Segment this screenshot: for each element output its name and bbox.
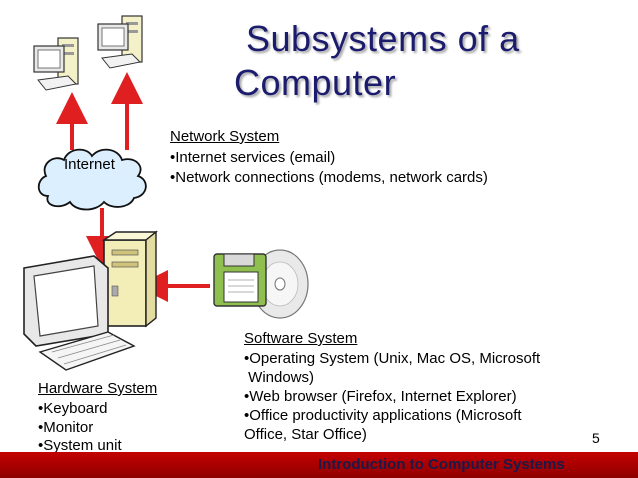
page-title-line-1: Subsystems of a [246, 18, 520, 59]
hardware-bullet: •Keyboard [38, 400, 108, 417]
slide-number: 5 [592, 430, 600, 446]
footer-text: Introduction to Computer Systems [318, 456, 565, 473]
network-bullet: •Internet services (email) [170, 149, 336, 166]
hardware-bullet: •Monitor [38, 419, 94, 436]
software-line: •Web browser (Firefox, Internet Explorer… [244, 388, 517, 405]
page-title-line-2: Computer [234, 62, 397, 103]
desktop-computer-icon [23, 230, 158, 371]
hardware-bullet: •System unit [38, 437, 122, 454]
floppy-disk-icon [213, 253, 267, 307]
software-line: •Office productivity applications (Micro… [244, 407, 522, 424]
network-computer-icon [33, 37, 79, 91]
cloud-label: Internet [64, 156, 115, 173]
software-line: •Operating System (Unix, Mac OS, Microso… [244, 350, 541, 367]
cloud-icon [37, 148, 147, 211]
hardware-system-heading: Hardware System [38, 380, 158, 397]
software-system-heading: Software System [244, 330, 358, 347]
network-bullet: •Network connections (modems, network ca… [170, 169, 488, 186]
software-line: Windows) [244, 369, 315, 386]
footer-bar [0, 452, 638, 478]
network-system-heading: Network System [170, 128, 280, 145]
network-computer-icon [97, 15, 143, 69]
software-line: Office, Star Office) [244, 426, 367, 443]
